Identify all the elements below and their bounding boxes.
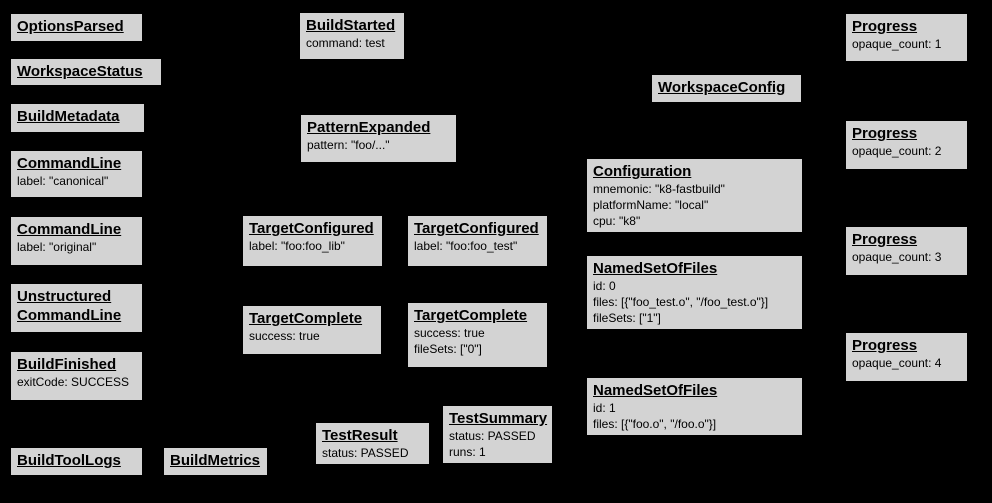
node-title: NamedSetOfFiles <box>593 382 718 399</box>
node-title: Progress <box>852 231 918 248</box>
node-build-metrics: BuildMetrics <box>163 447 268 476</box>
node-options-parsed: OptionsParsed <box>10 13 143 42</box>
node-field: cpu: "k8" <box>593 214 641 228</box>
node-field: label: "original" <box>17 240 97 254</box>
node-field: files: [{"foo_test.o", "/foo_test.o"}] <box>593 295 769 309</box>
node-field: fileSets: ["1"] <box>593 311 661 325</box>
node-title: WorkspaceStatus <box>17 63 143 80</box>
node-test-summary: TestSummary status: PASSED runs: 1 <box>442 405 553 464</box>
node-title: OptionsParsed <box>17 18 124 35</box>
node-field: exitCode: SUCCESS <box>17 375 130 389</box>
node-build-metadata: BuildMetadata <box>10 103 145 133</box>
node-field: status: PASSED <box>449 429 536 443</box>
node-title: Configuration <box>593 163 692 180</box>
node-field: opaque_count: 3 <box>852 250 942 264</box>
node-field: id: 0 <box>593 279 616 293</box>
node-target-configured-foo-test: TargetConfigured label: "foo:foo_test" <box>407 215 548 267</box>
node-build-finished: BuildFinished exitCode: SUCCESS <box>10 351 143 401</box>
node-field: runs: 1 <box>449 445 486 459</box>
node-target-configured-foo-lib: TargetConfigured label: "foo:foo_lib" <box>242 215 383 267</box>
node-field: fileSets: ["0"] <box>414 342 482 356</box>
node-title: Progress <box>852 18 918 35</box>
node-field: opaque_count: 1 <box>852 37 942 51</box>
node-title: CommandLine <box>17 155 122 172</box>
node-configuration: Configuration mnemonic: "k8-fastbuild" p… <box>586 158 803 233</box>
node-field: success: true <box>414 326 485 340</box>
node-field: opaque_count: 2 <box>852 144 942 158</box>
node-field: pattern: "foo/..." <box>307 138 390 152</box>
node-title: BuildMetadata <box>17 108 120 125</box>
node-title: TestResult <box>322 427 398 444</box>
node-field: success: true <box>249 329 320 343</box>
node-title: BuildMetrics <box>170 452 261 469</box>
node-named-set-of-files-1: NamedSetOfFiles id: 1 files: [{"foo.o", … <box>586 377 803 436</box>
node-unstructured-command-line: Unstructured CommandLine <box>10 283 143 333</box>
node-command-line-canonical: CommandLine label: "canonical" <box>10 150 143 198</box>
node-target-complete-foo-test: TargetComplete success: true fileSets: [… <box>407 302 548 368</box>
node-title: TargetConfigured <box>414 220 539 237</box>
node-workspace-status: WorkspaceStatus <box>10 58 162 86</box>
node-title: CommandLine <box>17 221 122 238</box>
node-target-complete-foo-lib: TargetComplete success: true <box>242 305 382 355</box>
node-pattern-expanded: PatternExpanded pattern: "foo/..." <box>300 114 457 163</box>
node-build-tool-logs: BuildToolLogs <box>10 447 143 476</box>
node-field: mnemonic: "k8-fastbuild" <box>593 182 725 196</box>
node-field: id: 1 <box>593 401 616 415</box>
node-title: TargetComplete <box>414 307 528 324</box>
node-title: Progress <box>852 125 918 142</box>
node-title: Progress <box>852 337 918 354</box>
node-field: files: [{"foo.o", "/foo.o"}] <box>593 417 717 431</box>
node-title: BuildFinished <box>17 356 117 373</box>
node-field: label: "canonical" <box>17 174 109 188</box>
node-title: PatternExpanded <box>307 119 431 136</box>
node-test-result: TestResult status: PASSED <box>315 422 430 465</box>
node-field: platformName: "local" <box>593 198 709 212</box>
node-title: WorkspaceConfig <box>658 79 786 96</box>
node-field: status: PASSED <box>322 446 409 460</box>
node-title: TargetConfigured <box>249 220 374 237</box>
node-progress-2: Progress opaque_count: 2 <box>845 120 968 170</box>
node-progress-3: Progress opaque_count: 3 <box>845 226 968 276</box>
node-title: BuildToolLogs <box>17 452 121 469</box>
node-progress-1: Progress opaque_count: 1 <box>845 13 968 62</box>
node-field: label: "foo:foo_lib" <box>249 239 345 253</box>
node-field: command: test <box>306 36 385 50</box>
node-named-set-of-files-0: NamedSetOfFiles id: 0 files: [{"foo_test… <box>586 255 803 330</box>
node-title: TestSummary <box>449 410 548 427</box>
node-field: label: "foo:foo_test" <box>414 239 518 253</box>
node-workspace-config: WorkspaceConfig <box>651 74 802 103</box>
node-build-started: BuildStarted command: test <box>299 12 405 60</box>
node-title: Unstructured CommandLine <box>17 288 122 324</box>
node-title: BuildStarted <box>306 17 396 34</box>
node-title: NamedSetOfFiles <box>593 260 718 277</box>
node-command-line-original: CommandLine label: "original" <box>10 216 143 266</box>
node-progress-4: Progress opaque_count: 4 <box>845 332 968 382</box>
node-field: opaque_count: 4 <box>852 356 942 370</box>
node-title: TargetComplete <box>249 310 363 327</box>
